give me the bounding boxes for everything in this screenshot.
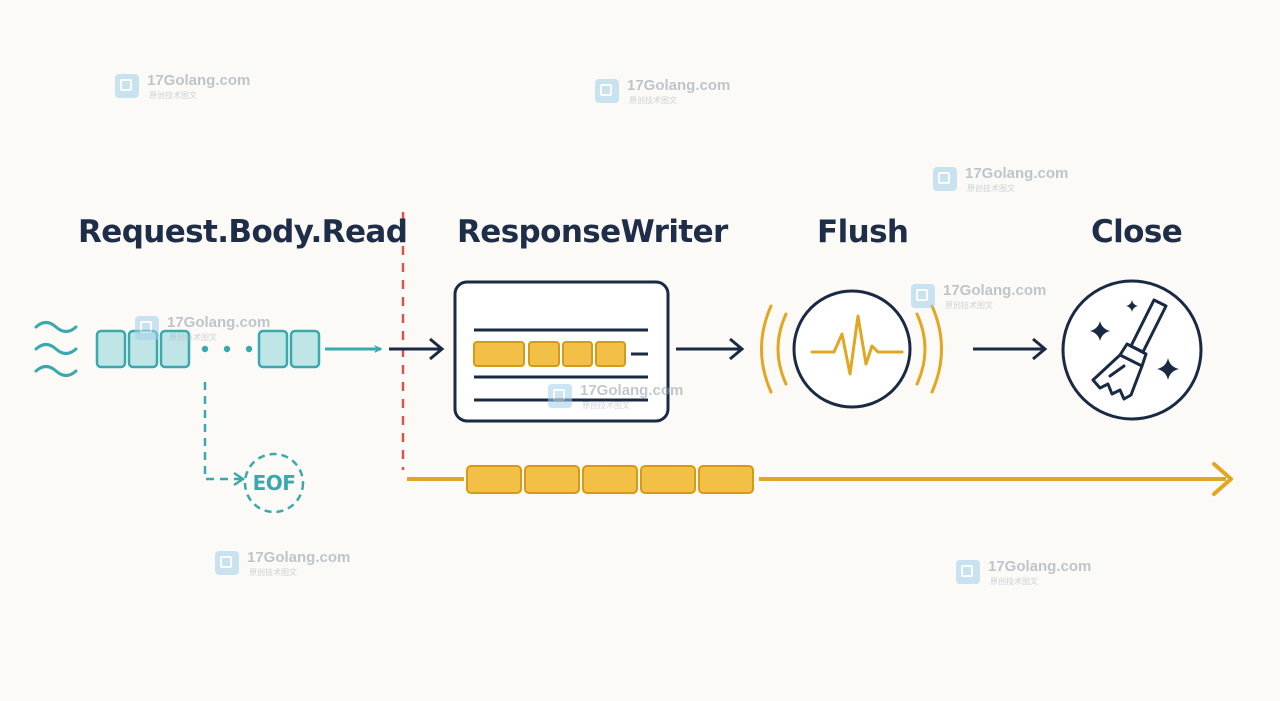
output-chunk — [466, 465, 522, 494]
read-chunk — [159, 329, 191, 369]
stage-title-flush: Flush — [817, 214, 909, 250]
output-stream — [407, 462, 1233, 496]
broom-sparkles-icon — [1061, 279, 1203, 421]
output-chunk — [524, 465, 580, 494]
eof-branch-line — [203, 382, 244, 481]
stage-title-request-body-read: Request.Body.Read — [78, 214, 408, 250]
heartbeat-pulse-icon — [760, 289, 943, 409]
eof-circle — [243, 452, 305, 514]
read-chunk — [257, 329, 289, 369]
wave-lines-icon — [34, 321, 78, 377]
read-chunk — [127, 329, 159, 369]
eof-branch-arrowhead — [233, 471, 246, 487]
stage-title-close: Close — [1091, 214, 1183, 250]
ellipsis-dots — [201, 345, 253, 353]
output-chunk — [640, 465, 696, 494]
output-chunk — [582, 465, 638, 494]
read-chunk — [289, 329, 321, 369]
stage-title-response-writer: ResponseWriter — [457, 214, 728, 250]
read-chunk — [95, 329, 127, 369]
response-writer-card — [453, 280, 670, 423]
output-chunk — [698, 465, 754, 494]
eof-label: EOF — [252, 471, 296, 495]
read-buffer-chunks — [95, 329, 321, 369]
